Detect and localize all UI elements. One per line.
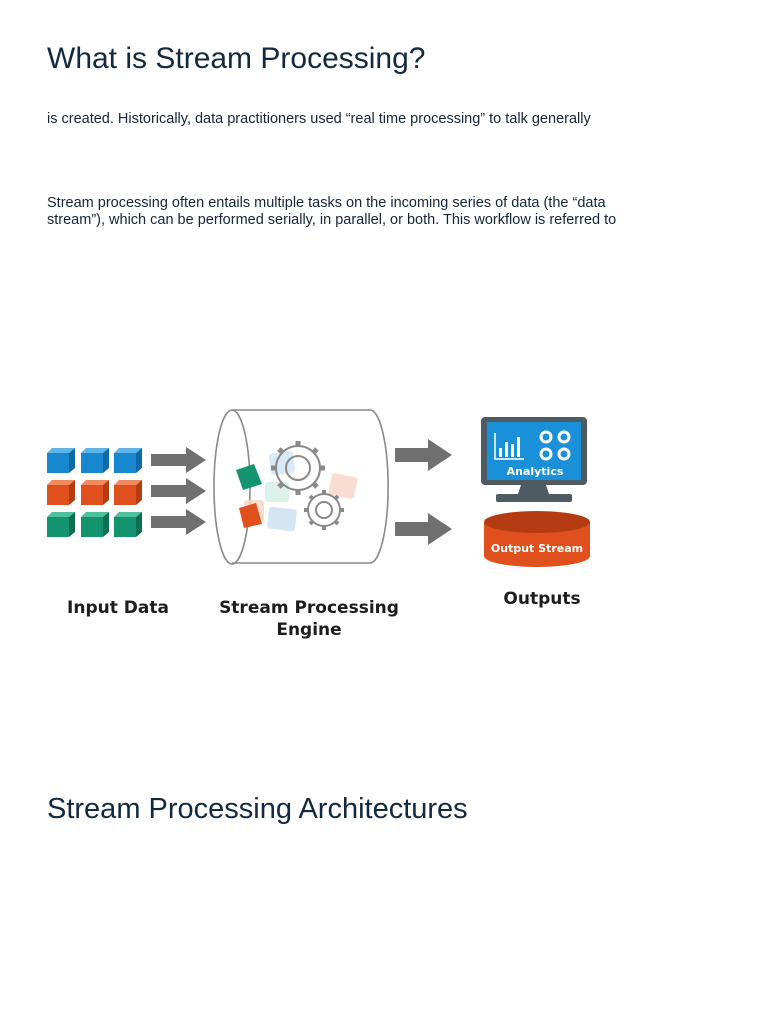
input-cube-orange-3	[114, 480, 142, 505]
engine-cylinder	[213, 409, 389, 565]
bar-chart-icon	[494, 433, 524, 460]
workflow-paragraph-line-2: stream”), which can be performed seriall…	[47, 212, 617, 228]
outputs-label: Outputs	[503, 589, 580, 609]
arrow-right-icon	[395, 513, 452, 545]
output-stream-database: Output Stream	[484, 511, 590, 567]
input-data-cubes	[47, 448, 142, 537]
output-stream-label: Output Stream	[491, 542, 583, 555]
intro-paragraph: is created. Historically, data practitio…	[47, 111, 727, 128]
gear-icon	[304, 490, 344, 530]
workflow-paragraph: Stream processing often entails multiple…	[47, 195, 727, 229]
analytics-label: Analytics	[507, 465, 564, 478]
input-data-label: Input Data	[67, 598, 169, 618]
engine-label-line-1: Stream Processing	[219, 598, 399, 618]
input-cube-green-1	[47, 512, 75, 537]
input-cube-orange-1	[47, 480, 75, 505]
analytics-monitor: Analytics	[481, 417, 587, 502]
input-cube-blue-1	[47, 448, 75, 473]
engine-label-line-2: Engine	[276, 620, 341, 640]
input-cube-green-2	[81, 512, 109, 537]
output-arrows	[395, 439, 452, 545]
intro-paragraph-text: is created. Historically, data practitio…	[47, 111, 591, 127]
arrow-right-icon	[395, 439, 452, 471]
workflow-paragraph-line-1: Stream processing often entails multiple…	[47, 195, 606, 211]
page-title: What is Stream Processing?	[47, 42, 426, 75]
input-cube-blue-2	[81, 448, 109, 473]
arrow-right-icon	[151, 478, 206, 504]
donut-chart-icon	[539, 430, 571, 461]
input-arrows	[151, 447, 206, 535]
input-cube-blue-3	[114, 448, 142, 473]
stream-processing-diagram: Analytics Output Stream Input Data Strea…	[47, 409, 590, 640]
input-cube-green-3	[114, 512, 142, 537]
input-cube-orange-2	[81, 480, 109, 505]
gear-icon	[271, 441, 325, 495]
arrow-right-icon	[151, 447, 206, 473]
section-heading: Stream Processing Architectures	[47, 793, 468, 825]
arrow-right-icon	[151, 509, 206, 535]
